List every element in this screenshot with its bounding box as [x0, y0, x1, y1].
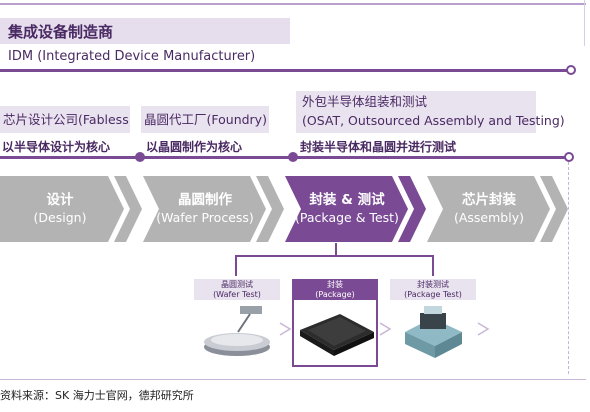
idm-bar-end-node [566, 65, 576, 75]
osat-label-line2: (OSAT, Outsourced Assembly and Testing) [302, 113, 565, 128]
chevron-assembly [427, 176, 550, 242]
card-wafer-test-cn: 晶圆测试 [221, 280, 253, 289]
card-wafer-test: 晶圆测试 (Wafer Test) [194, 279, 280, 300]
card-wafer-test-en: (Wafer Test) [213, 289, 261, 299]
step-package-cn: 封装 & 测试 [309, 192, 385, 208]
arrow-3 [477, 322, 490, 336]
foundry-label: 晶圆代工厂(Foundry) [144, 112, 267, 127]
timeline-end-node [564, 152, 574, 162]
right-edge-rule [584, 0, 585, 46]
source-note: 资料来源：SK 海力士官网，德邦研究所 [0, 389, 194, 402]
fabless-label-box: 芯片设计公司(Fabless) [0, 106, 130, 133]
timeline-bar [0, 156, 570, 159]
chevron-assembly-tail [540, 176, 568, 242]
chevron-design-tail [114, 176, 142, 242]
top-rule [0, 3, 586, 5]
osat-desc: 封装半导体和晶圆并进行测试 [300, 140, 457, 154]
chevron-wafer-tail [256, 176, 284, 242]
card-package-cn: 封装 [327, 280, 343, 289]
step-assembly-en: (Assembly) [453, 210, 524, 225]
card-wafer-test-head: 晶圆测试 (Wafer Test) [194, 279, 280, 300]
foundry-label-box: 晶圆代工厂(Foundry) [141, 106, 269, 133]
step-wafer: 晶圆制作 (Wafer Process) [150, 191, 260, 227]
card-package-test-en: (Package Test) [404, 289, 462, 299]
step-design-en: (Design) [33, 210, 87, 225]
step-wafer-cn: 晶圆制作 [178, 192, 232, 208]
card-package-test-cn: 封装测试 [417, 280, 449, 289]
osat-label-line1: 外包半导体组装和测试 [302, 94, 428, 109]
package-test-illustration [405, 306, 462, 358]
card-package-test-head: 封装测试 (Package Test) [390, 279, 476, 300]
timeline-node-fabless [135, 152, 145, 162]
foundry-desc: 以晶圆制作为核心 [146, 140, 243, 154]
timeline-node-foundry [288, 152, 298, 162]
arrow-2 [379, 322, 392, 336]
step-package-en: (Package & Test) [295, 210, 399, 225]
title-box [0, 18, 290, 44]
wafer-test-illustration [204, 306, 270, 356]
fabless-label: 芯片设计公司(Fabless) [3, 112, 130, 127]
chevron-design [0, 176, 124, 242]
connector-bracket [235, 255, 434, 276]
step-wafer-en: (Wafer Process) [156, 210, 254, 225]
page-title: 集成设备制造商 [8, 23, 114, 41]
card-package: 封装 (Package) [292, 279, 378, 367]
step-assembly: 芯片封装 (Assembly) [434, 191, 544, 227]
arrow-1 [279, 322, 292, 336]
chevron-package [285, 176, 408, 242]
idm-label: IDM (Integrated Device Manufacturer) [8, 49, 256, 64]
bottom-rule [0, 379, 586, 380]
chevron-wafer [143, 176, 266, 242]
card-package-en: (Package) [315, 289, 355, 299]
chevron-package-tail [398, 176, 426, 242]
card-package-test: 封装测试 (Package Test) [390, 279, 476, 300]
idm-bar [0, 69, 574, 72]
osat-label-box: 外包半导体组装和测试 (OSAT, Outsourced Assembly an… [296, 91, 565, 133]
step-design-cn: 设计 [46, 192, 74, 208]
fabless-desc: 以半导体设计为核心 [2, 140, 111, 154]
right-dashed-guide [568, 162, 569, 374]
package-illustration [300, 314, 374, 356]
step-design: 设计 (Design) [10, 191, 110, 227]
card-package-head: 封装 (Package) [292, 279, 378, 300]
step-package: 封装 & 测试 (Package & Test) [288, 191, 406, 227]
step-assembly-cn: 芯片封装 [462, 192, 516, 208]
